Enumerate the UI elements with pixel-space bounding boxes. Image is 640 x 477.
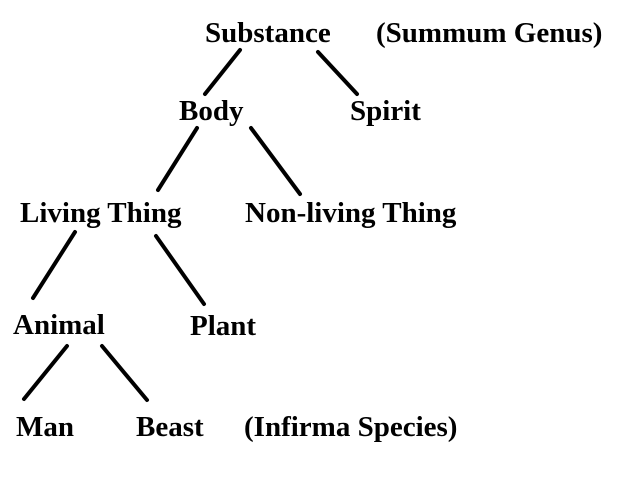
edge-body-living-thing [156,126,199,192]
edge-substance-body [203,48,242,96]
node-non-living-thing: Non-living Thing [245,197,457,229]
edge-animal-man [22,344,69,401]
node-animal: Animal [13,309,105,341]
note-infirma-species: (Infirma Species) [244,411,457,443]
node-spirit: Spirit [350,95,421,127]
node-living-thing: Living Thing [20,197,182,229]
tree-labels: Substance (Summum Genus) Body Spirit Liv… [13,17,602,443]
node-beast: Beast [136,411,204,443]
node-body: Body [179,95,244,127]
edge-living-thing-animal [31,230,77,300]
edge-animal-beast [100,344,149,402]
edge-body-non-living-thing [249,126,302,196]
node-plant: Plant [190,310,256,342]
node-man: Man [16,411,74,443]
edge-living-thing-plant [154,234,206,306]
edge-substance-spirit [316,50,359,96]
note-summum-genus: (Summum Genus) [376,17,602,49]
tree-edges [22,48,359,402]
node-substance: Substance [205,17,331,49]
